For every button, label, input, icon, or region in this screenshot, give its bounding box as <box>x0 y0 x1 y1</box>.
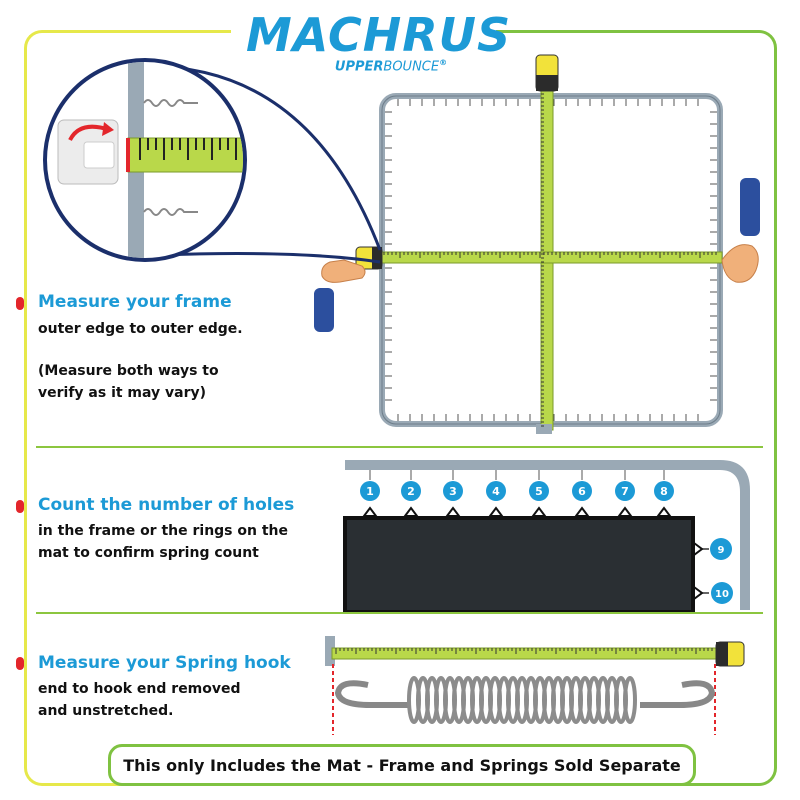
brand-sub: UPPERBOUNCE® <box>334 58 448 75</box>
bullet-section-2 <box>16 500 24 513</box>
bullet-section-1 <box>16 297 24 310</box>
mat-corner-diagram: 1 2 3 4 5 6 7 8 9 10 <box>343 460 750 614</box>
hole-number-label: 5 <box>535 485 543 498</box>
bullet-section-3 <box>16 657 24 670</box>
hole-number-label: 3 <box>449 485 457 498</box>
section-title-count-holes: Count the number of holes <box>38 495 295 515</box>
section-title-measure-frame: Measure your frame <box>38 292 232 312</box>
hole-number-badge <box>710 538 732 560</box>
spring-diagram <box>325 636 745 735</box>
hole-number-badge <box>529 481 549 501</box>
frame-diagram <box>43 54 760 434</box>
hole-number-badge <box>615 481 635 501</box>
hole-number-label: 4 <box>492 485 500 498</box>
footer-notice-box: This only Includes the Mat - Frame and S… <box>108 744 696 786</box>
hole-number-badge <box>360 481 380 501</box>
brand-name: MACHRUS <box>246 8 512 62</box>
hole-number-badge <box>711 582 733 604</box>
hole-number-label: 8 <box>660 485 668 498</box>
footer-notice: This only Includes the Mat - Frame and S… <box>123 755 681 775</box>
hole-number-label: 9 <box>718 545 725 556</box>
hole-number-badge <box>572 481 592 501</box>
section-text-measure-frame: outer edge to outer edge. (Measure both … <box>38 321 243 401</box>
hole-number-label: 6 <box>578 485 586 498</box>
hole-number-badge <box>401 481 421 501</box>
hole-number-badge <box>654 481 674 501</box>
hole-number-badge <box>443 481 463 501</box>
section-divider-1 <box>36 446 763 448</box>
hole-number-label: 10 <box>715 589 729 600</box>
hole-number-badge <box>486 481 506 501</box>
hole-number-label: 7 <box>621 485 629 498</box>
section-divider-2 <box>36 612 763 614</box>
section-title-measure-spring: Measure your Spring hook <box>38 653 291 673</box>
section-text-count-holes: in the frame or the rings on the mat to … <box>38 523 289 561</box>
right-hand-icon <box>721 178 760 283</box>
hole-number-label: 1 <box>366 485 374 498</box>
brand-logo: MACHRUS UPPERBOUNCE® <box>246 8 512 88</box>
hole-number-label: 2 <box>407 485 415 498</box>
left-hand-icon <box>314 259 366 332</box>
section-text-measure-spring: end to hook end removed and unstretched. <box>38 681 241 719</box>
